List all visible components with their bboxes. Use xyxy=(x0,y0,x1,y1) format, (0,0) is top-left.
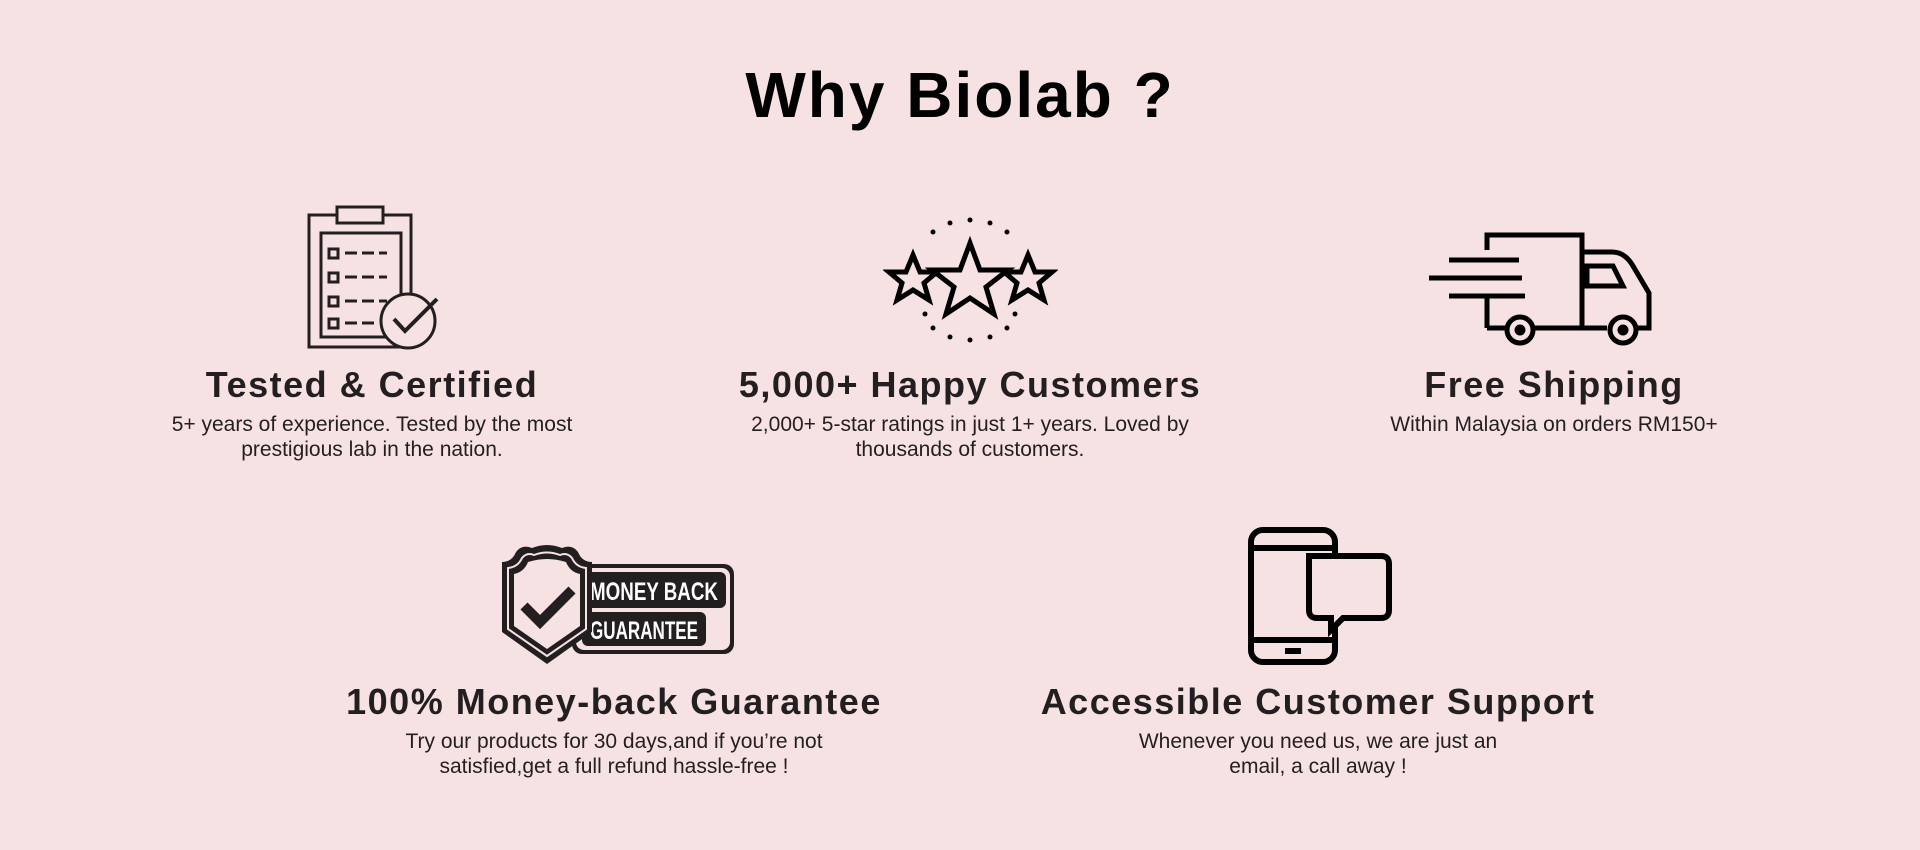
delivery-truck-icon xyxy=(1234,205,1874,350)
feature-heading: Accessible Customer Support xyxy=(1040,681,1596,722)
feature-happy-customers: 5,000+ Happy Customers 2,000+ 5-star rat… xyxy=(650,205,1290,462)
feature-description: Within Malaysia on orders RM150+ xyxy=(1390,413,1718,436)
feature-description: Whenever you need us, we are just an ema… xyxy=(1138,730,1498,778)
money-back-badge-icon: MONEY BACK GUARANTEE xyxy=(294,522,934,667)
feature-heading: 5,000+ Happy Customers xyxy=(738,364,1202,405)
stars-icon xyxy=(650,205,1290,350)
feature-heading: Tested & Certified xyxy=(205,364,539,405)
feature-description: Try our products for 30 days,and if you’… xyxy=(405,730,823,778)
feature-heading: Free Shipping xyxy=(1424,364,1684,405)
phone-chat-icon xyxy=(998,522,1638,667)
feature-free-shipping: Free Shipping Within Malaysia on orders … xyxy=(1234,205,1874,437)
badge-line2: GUARANTEE xyxy=(590,617,698,645)
feature-description: 2,000+ 5-star ratings in just 1+ years. … xyxy=(751,413,1189,461)
feature-description: 5+ years of experience. Tested by the mo… xyxy=(171,413,573,461)
page-title: Why Biolab ? xyxy=(745,59,1175,131)
feature-heading: 100% Money-back Guarantee xyxy=(346,681,882,722)
feature-customer-support: Accessible Customer Support Whenever you… xyxy=(998,522,1638,779)
feature-money-back: MONEY BACK GUARANTEE 100% Money-back Gua… xyxy=(294,522,934,779)
feature-tested-certified: Tested & Certified 5+ years of experienc… xyxy=(52,205,692,462)
clipboard-check-icon xyxy=(52,205,692,350)
badge-line1: MONEY BACK xyxy=(590,578,718,606)
